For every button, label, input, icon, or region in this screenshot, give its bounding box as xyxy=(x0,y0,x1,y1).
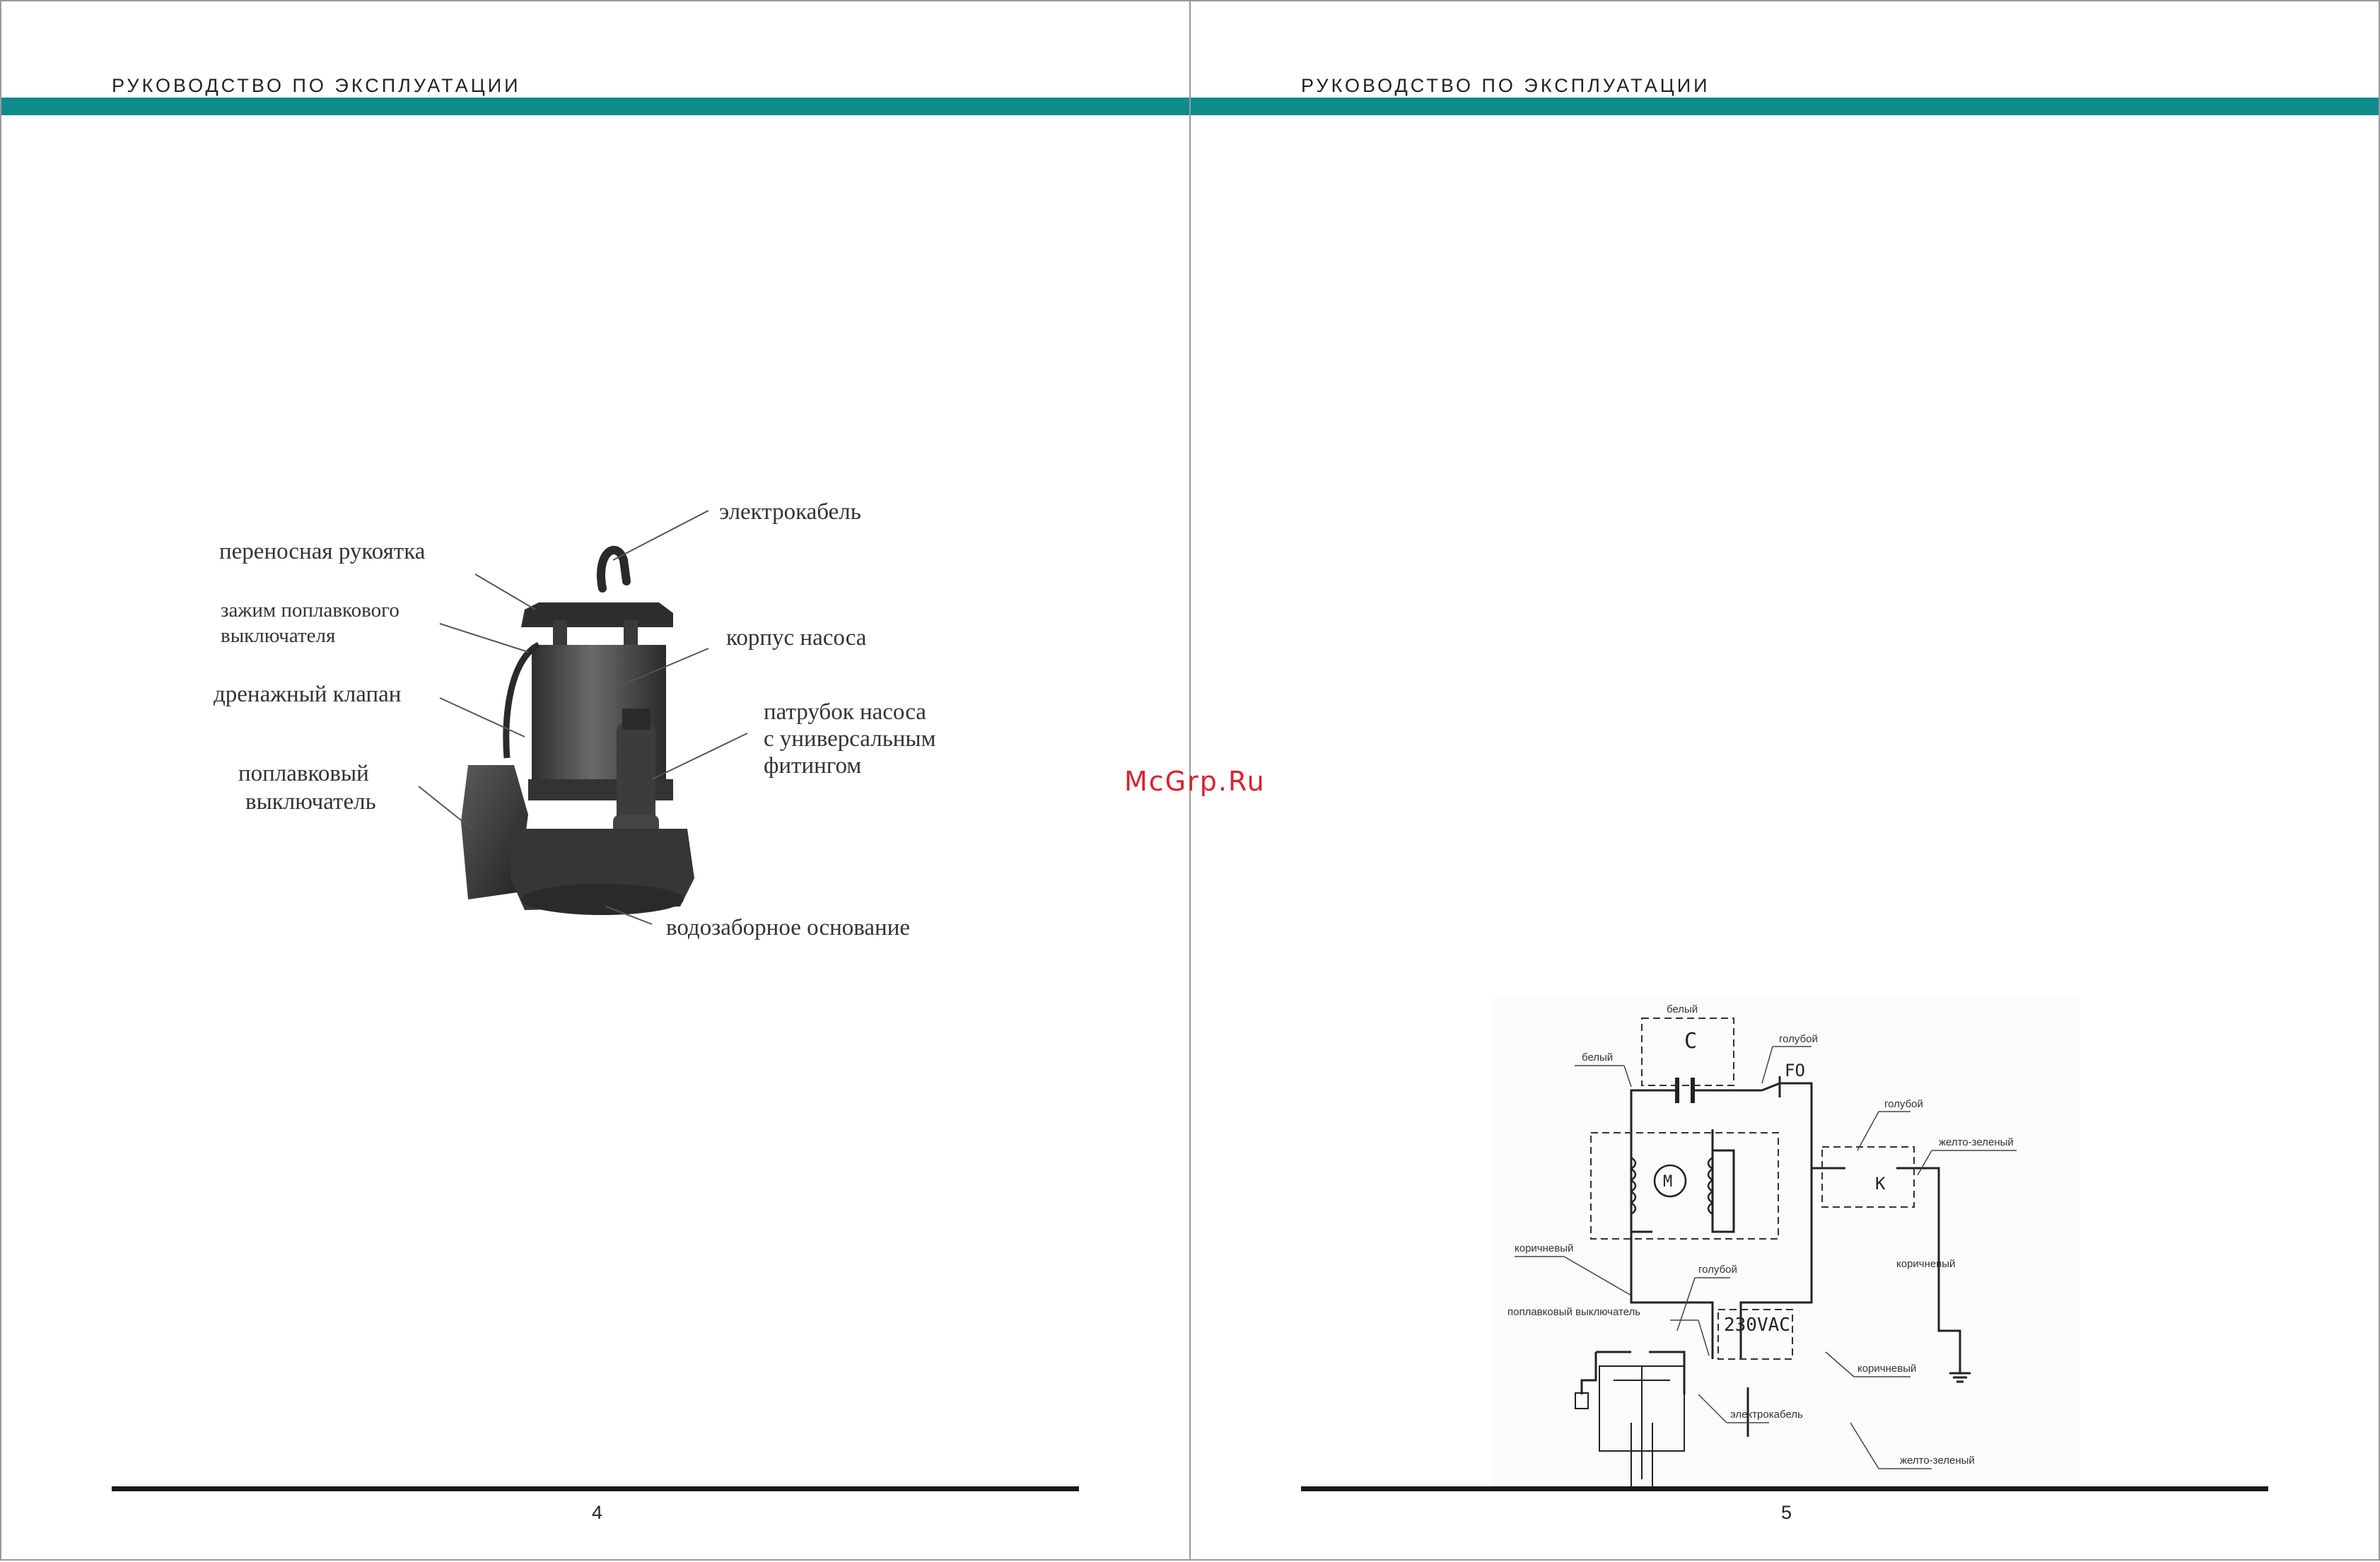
label-blue-right: голубой xyxy=(1884,1098,1923,1110)
label-clamp-line1: зажим поплавкового xyxy=(221,599,399,622)
label-outlet-line3: фитингом xyxy=(764,753,861,779)
label-white-top: белый xyxy=(1667,1003,1698,1015)
label-outlet-line1: патрубок насоса xyxy=(764,699,926,725)
label-float-switch: поплавковый выключатель xyxy=(1507,1306,1640,1318)
pump-figure: электрокабель переносная рукоятка зажим … xyxy=(214,499,936,940)
label-blue-fuse: голубой xyxy=(1779,1033,1818,1045)
label-cable: электрокабель xyxy=(1730,1409,1803,1421)
label-body: корпус насоса xyxy=(726,625,867,651)
header-bar xyxy=(1,98,1189,115)
label-yellow-green-bottom: желто-зеленый xyxy=(1900,1455,1975,1467)
label-brown-right: коричневый xyxy=(1896,1258,1955,1270)
label-clamp-line2: выключателя xyxy=(221,624,335,647)
label-base: водозаборное основание xyxy=(666,915,910,940)
symbol-capacitor: C xyxy=(1684,1029,1697,1054)
symbol-fuse: FO xyxy=(1785,1061,1805,1080)
label-handle: переносная рукоятка xyxy=(219,539,426,564)
page-left: РУКОВОДСТВО ПО ЭКСПЛУАТАЦИИ xyxy=(0,0,1191,1561)
label-brown-left: коричневый xyxy=(1515,1242,1573,1254)
label-drain: дренажный клапан xyxy=(214,682,401,707)
label-white-left: белый xyxy=(1582,1051,1613,1063)
label-brown-bottom: коричневый xyxy=(1857,1363,1916,1375)
label-yellow-green-top: желто-зеленый xyxy=(1939,1136,2014,1148)
header-title: РУКОВОДСТВО ПО ЭКСПЛУАТАЦИИ xyxy=(112,75,521,96)
footer-line-right xyxy=(1301,1486,2268,1491)
header-bar-right xyxy=(1191,98,2379,115)
pump-illustration xyxy=(461,546,694,915)
label-cable: электрокабель xyxy=(719,499,861,525)
label-float-line2: выключатель xyxy=(245,789,376,815)
label-blue-mid: голубой xyxy=(1698,1264,1737,1276)
symbol-relay: K xyxy=(1875,1174,1886,1194)
page-number-right: 5 xyxy=(1781,1502,1792,1523)
page-number-left: 4 xyxy=(592,1502,603,1523)
symbol-motor: M xyxy=(1663,1173,1672,1191)
watermark: McGrp.Ru xyxy=(1124,766,1266,797)
header-title-right: РУКОВОДСТВО ПО ЭКСПЛУАТАЦИИ xyxy=(1301,75,1710,96)
symbol-supply: 230VAC xyxy=(1724,1315,1790,1336)
label-float-line1: поплавковый xyxy=(238,761,369,786)
wiring-diagram: C FO M K 230VAC белый белый голубой голу… xyxy=(1493,998,2080,1486)
page-right: РУКОВОДСТВО ПО ЭКСПЛУАТАЦИИ xyxy=(1189,0,2380,1561)
footer-line xyxy=(112,1486,1079,1491)
label-outlet-line2: с универсальным xyxy=(764,726,936,752)
